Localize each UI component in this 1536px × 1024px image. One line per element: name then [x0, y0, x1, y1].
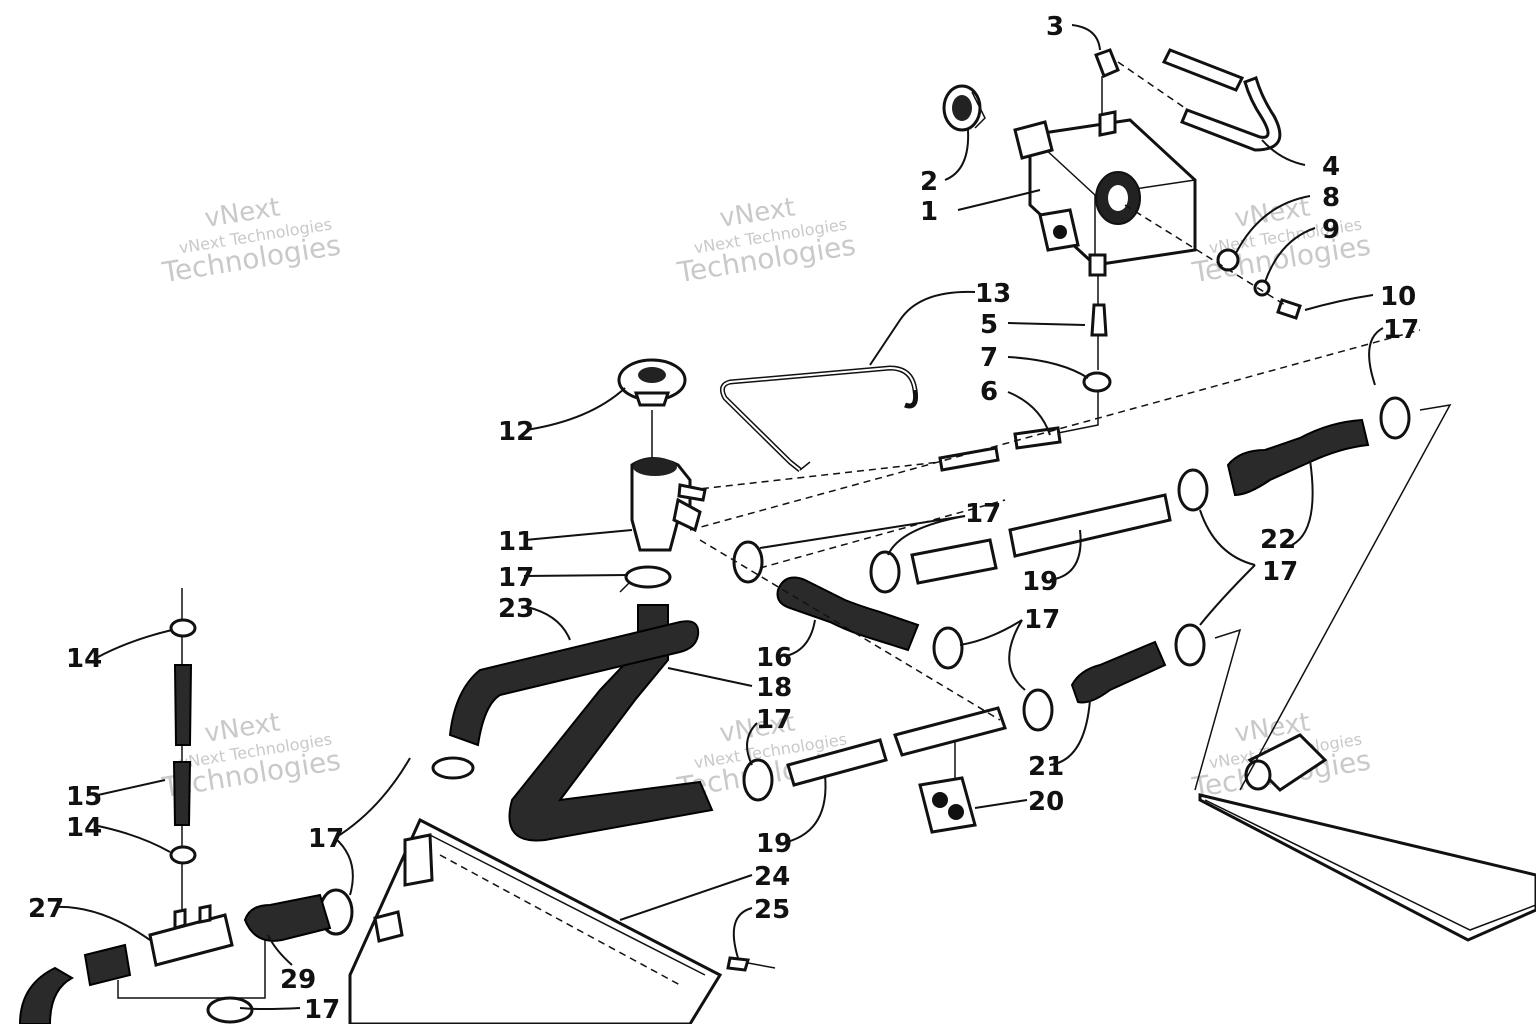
hose-clamp	[206, 996, 254, 1024]
callout-24: 24	[754, 862, 790, 892]
hose-clamp	[869, 550, 901, 594]
callout-17g: 17	[308, 824, 344, 854]
hose-clamp	[1174, 623, 1206, 667]
hose-clamp	[169, 618, 197, 638]
parts-drawing	[18, 48, 1536, 1024]
callout-17e: 17	[1024, 605, 1060, 635]
callout-17h: 17	[304, 995, 340, 1024]
hose-clamp	[169, 845, 197, 865]
watermark: vNext vNext Technologies Technologies	[674, 192, 858, 289]
hose-clamp	[732, 540, 764, 584]
callout-17f: 17	[756, 705, 792, 735]
callout-8: 8	[1322, 183, 1340, 213]
bypass-hose	[448, 620, 700, 747]
hose-clamp	[742, 758, 774, 802]
callout-17b: 17	[1383, 315, 1419, 345]
callout-11: 11	[498, 527, 534, 557]
callout-25: 25	[754, 895, 790, 925]
hose-clamp	[431, 756, 475, 780]
clamp-small	[1082, 371, 1112, 393]
callout-18: 18	[756, 673, 792, 703]
callout-17d: 17	[1262, 557, 1298, 587]
leader-lines	[54, 24, 1384, 1010]
hose-clamp	[1379, 396, 1411, 440]
callout-23: 23	[498, 594, 534, 624]
hose-clamp	[1022, 688, 1054, 732]
bleed-hose-b	[172, 761, 192, 826]
callout-20: 20	[1028, 787, 1064, 817]
callout-5: 5	[980, 310, 998, 340]
connector-hose	[243, 893, 332, 942]
callout-9: 9	[1322, 215, 1340, 245]
support-rod	[719, 365, 918, 472]
callout-27: 27	[28, 894, 64, 924]
heat-exchanger	[1194, 404, 1536, 942]
hose-clamp	[624, 565, 672, 589]
callout-7: 7	[980, 343, 998, 373]
upper-hose	[1226, 418, 1370, 497]
overflow-bottle	[1013, 110, 1197, 277]
callout-14: 14	[66, 644, 102, 674]
bleeder-fitting	[148, 904, 234, 967]
curved-hose	[776, 576, 920, 652]
screw	[726, 956, 750, 972]
callout-13: 13	[975, 279, 1011, 309]
hose-fitting	[1090, 303, 1108, 337]
vent-hose	[1117, 48, 1282, 152]
callout-6: 6	[980, 377, 998, 407]
callout-15: 15	[66, 782, 102, 812]
long-tube	[1008, 493, 1172, 558]
hose-clamp	[1177, 468, 1209, 512]
callout-16: 16	[756, 643, 792, 673]
bleed-hose	[173, 664, 193, 746]
bottle-cap	[942, 84, 986, 132]
lower-tube	[893, 706, 1007, 757]
callout-21: 21	[1028, 752, 1064, 782]
radiator-core	[348, 817, 723, 1024]
callout-labels: 1 2 3 4 5 6 7 8 9 10 11 12 13 14 15 16 1…	[28, 12, 1419, 1024]
elbow-fitting	[1094, 48, 1120, 115]
lower-hose	[508, 604, 714, 842]
callout-14b: 14	[66, 813, 102, 843]
callout-2: 2	[920, 167, 938, 197]
callout-12: 12	[498, 417, 534, 447]
radiator-cap	[617, 358, 687, 460]
callout-4: 4	[1322, 152, 1340, 182]
coupler-tube	[910, 538, 998, 585]
outlet-hose	[1070, 640, 1167, 704]
callout-17: 17	[498, 563, 534, 593]
bolt	[1276, 298, 1302, 320]
elbow-hose	[18, 966, 75, 1024]
callout-29: 29	[280, 965, 316, 995]
hose-clamp	[932, 626, 964, 670]
watermark: vNext vNext Technologies Technologies	[159, 192, 343, 289]
callout-19b: 19	[756, 829, 792, 859]
callout-1: 1	[920, 197, 938, 227]
filler-neck	[630, 457, 707, 552]
short-hose	[83, 943, 132, 987]
callout-10: 10	[1380, 282, 1416, 312]
callout-19: 19	[1022, 567, 1058, 597]
callout-3: 3	[1046, 12, 1064, 42]
mounting-bracket	[918, 742, 977, 834]
callout-22: 22	[1260, 525, 1296, 555]
lock-nut	[1253, 279, 1271, 297]
callout-17c: 17	[965, 499, 1001, 529]
short-tube	[786, 738, 888, 787]
overflow-hose-a	[938, 446, 1000, 472]
watermark: vNext vNext Technologies Technologies	[1189, 192, 1373, 289]
